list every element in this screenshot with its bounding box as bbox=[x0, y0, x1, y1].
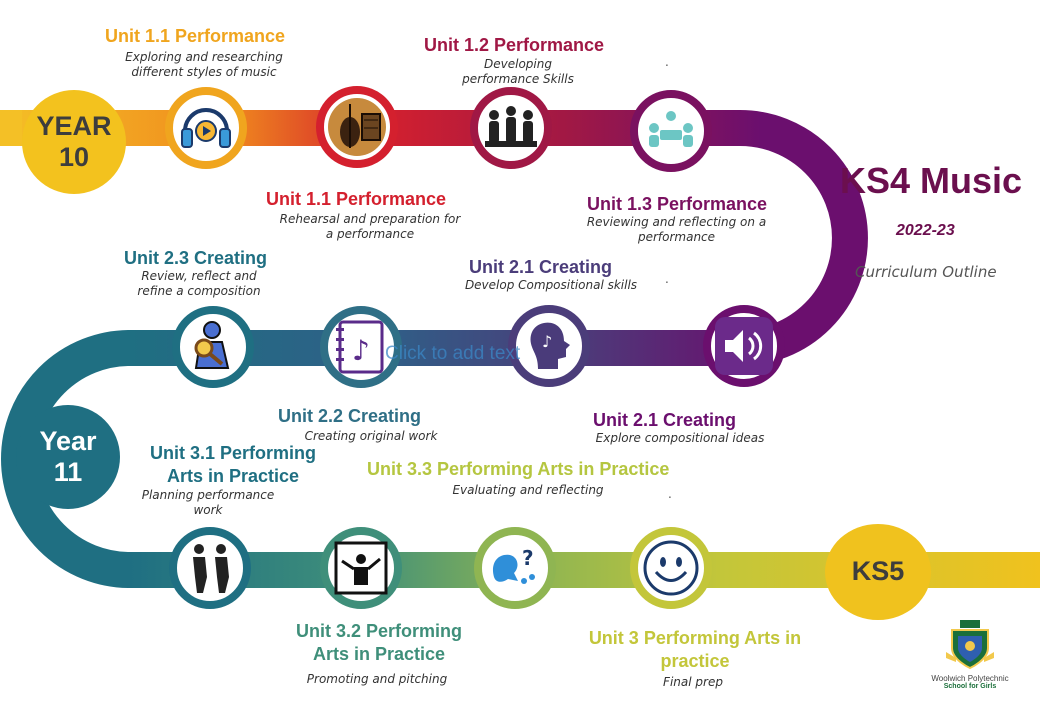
conductor-icon bbox=[334, 541, 388, 595]
unit-9-title: Unit 3.1 Performing Arts in Practice bbox=[149, 443, 317, 486]
speaker-volume-icon bbox=[715, 317, 773, 375]
music-notebook-icon: ♪ bbox=[336, 320, 384, 374]
unit-8-circle[interactable] bbox=[172, 306, 254, 388]
svg-text:♪: ♪ bbox=[352, 334, 370, 367]
orchestra-instruments-icon bbox=[328, 98, 386, 156]
unit-7-desc: Creating original work bbox=[304, 429, 438, 443]
unit-6-circle[interactable]: ♪ bbox=[508, 305, 590, 387]
headphones-play-icon bbox=[181, 108, 231, 148]
year-10-label-bottom: 10 bbox=[58, 142, 90, 172]
unit-6-desc: Develop Compositional skills bbox=[464, 278, 638, 292]
unit-4-circle[interactable] bbox=[630, 90, 712, 172]
unit-6-title: Unit 2.1 Creating bbox=[469, 257, 613, 277]
unit-12-circle[interactable] bbox=[630, 527, 712, 609]
unit-2-circle[interactable] bbox=[316, 86, 398, 168]
unit-3-desc: Developing performance Skills bbox=[462, 57, 574, 86]
year-11-label-top: Year bbox=[39, 425, 97, 456]
logo-school-name: Woolwich Polytechnic bbox=[931, 674, 1009, 683]
unit-5-circle[interactable] bbox=[703, 305, 785, 387]
stray-dot: . bbox=[665, 272, 669, 286]
unit-7-circle[interactable]: ♪ bbox=[320, 306, 402, 388]
unit-4-title: Unit 1.3 Performance bbox=[587, 194, 768, 214]
meeting-group-icon bbox=[649, 111, 693, 147]
stray-dot: . bbox=[665, 55, 669, 69]
unit-8-title: Unit 2.3 Creating bbox=[124, 248, 268, 268]
unit-1-desc: Exploring and researching different styl… bbox=[125, 50, 283, 79]
magnifier-person-icon bbox=[194, 321, 230, 369]
unit-5-title: Unit 2.1 Creating bbox=[593, 410, 737, 430]
unit-4-desc: Reviewing and reflecting on a performanc… bbox=[586, 215, 767, 244]
unit-11-desc: Evaluating and reflecting bbox=[452, 483, 604, 497]
svg-text:♪: ♪ bbox=[542, 332, 552, 351]
smiley-face-icon bbox=[643, 540, 699, 596]
unit-3-circle[interactable] bbox=[470, 87, 552, 169]
unit-11-title: Unit 3.3 Performing Arts in Practice bbox=[367, 459, 670, 479]
page-subtitle: Curriculum Outline bbox=[855, 263, 997, 281]
year-11-label-bottom: 11 bbox=[53, 457, 83, 487]
speaking-question-icon: ? bbox=[492, 546, 535, 584]
unit-11-circle[interactable]: ? bbox=[474, 527, 556, 609]
ks5-badge: KS5 bbox=[825, 524, 931, 620]
unit-2-title: Unit 1.1 Performance bbox=[266, 189, 447, 209]
unit-5-desc: Explore compositional ideas bbox=[595, 431, 765, 445]
unit-1-circle[interactable] bbox=[165, 87, 247, 169]
unit-10-title: Unit 3.2 Performing Arts in Practice bbox=[295, 621, 463, 664]
unit-8-desc: Review, reflect and refine a composition bbox=[137, 269, 261, 298]
unit-10-desc: Promoting and pitching bbox=[306, 672, 448, 686]
performers-icon bbox=[193, 544, 229, 593]
year-10-label-top: YEAR bbox=[36, 110, 112, 141]
unit-10-circle[interactable] bbox=[320, 527, 402, 609]
unit-3-title: Unit 1.2 Performance bbox=[424, 35, 605, 55]
ks5-label: KS5 bbox=[851, 556, 905, 587]
unit-9-desc: Planning performance work bbox=[141, 488, 275, 517]
unit-1-title: Unit 1.1 Performance bbox=[105, 26, 286, 46]
page-title: KS4 Music bbox=[840, 160, 1023, 201]
click-to-add-text-placeholder[interactable]: Click to add text bbox=[385, 343, 521, 364]
unit-12-desc: Final prep bbox=[663, 675, 723, 689]
unit-7-title: Unit 2.2 Creating bbox=[278, 406, 422, 426]
unit-2-desc: Rehearsal and preparation for a performa… bbox=[279, 212, 461, 241]
unit-9-circle[interactable] bbox=[169, 527, 251, 609]
school-crest-icon bbox=[946, 620, 994, 670]
band-silhouette-icon bbox=[485, 106, 537, 147]
page-year: 2022-23 bbox=[896, 222, 955, 239]
school-logo: Woolwich Polytechnic School for Girls bbox=[915, 618, 1025, 690]
head-music-icon: ♪ bbox=[530, 322, 570, 369]
stray-dot: . bbox=[668, 487, 672, 501]
svg-text:?: ? bbox=[522, 546, 534, 570]
unit-12-title: Unit 3 Performing Arts in practice bbox=[588, 628, 802, 671]
logo-school-tagline: School for Girls bbox=[943, 683, 997, 690]
